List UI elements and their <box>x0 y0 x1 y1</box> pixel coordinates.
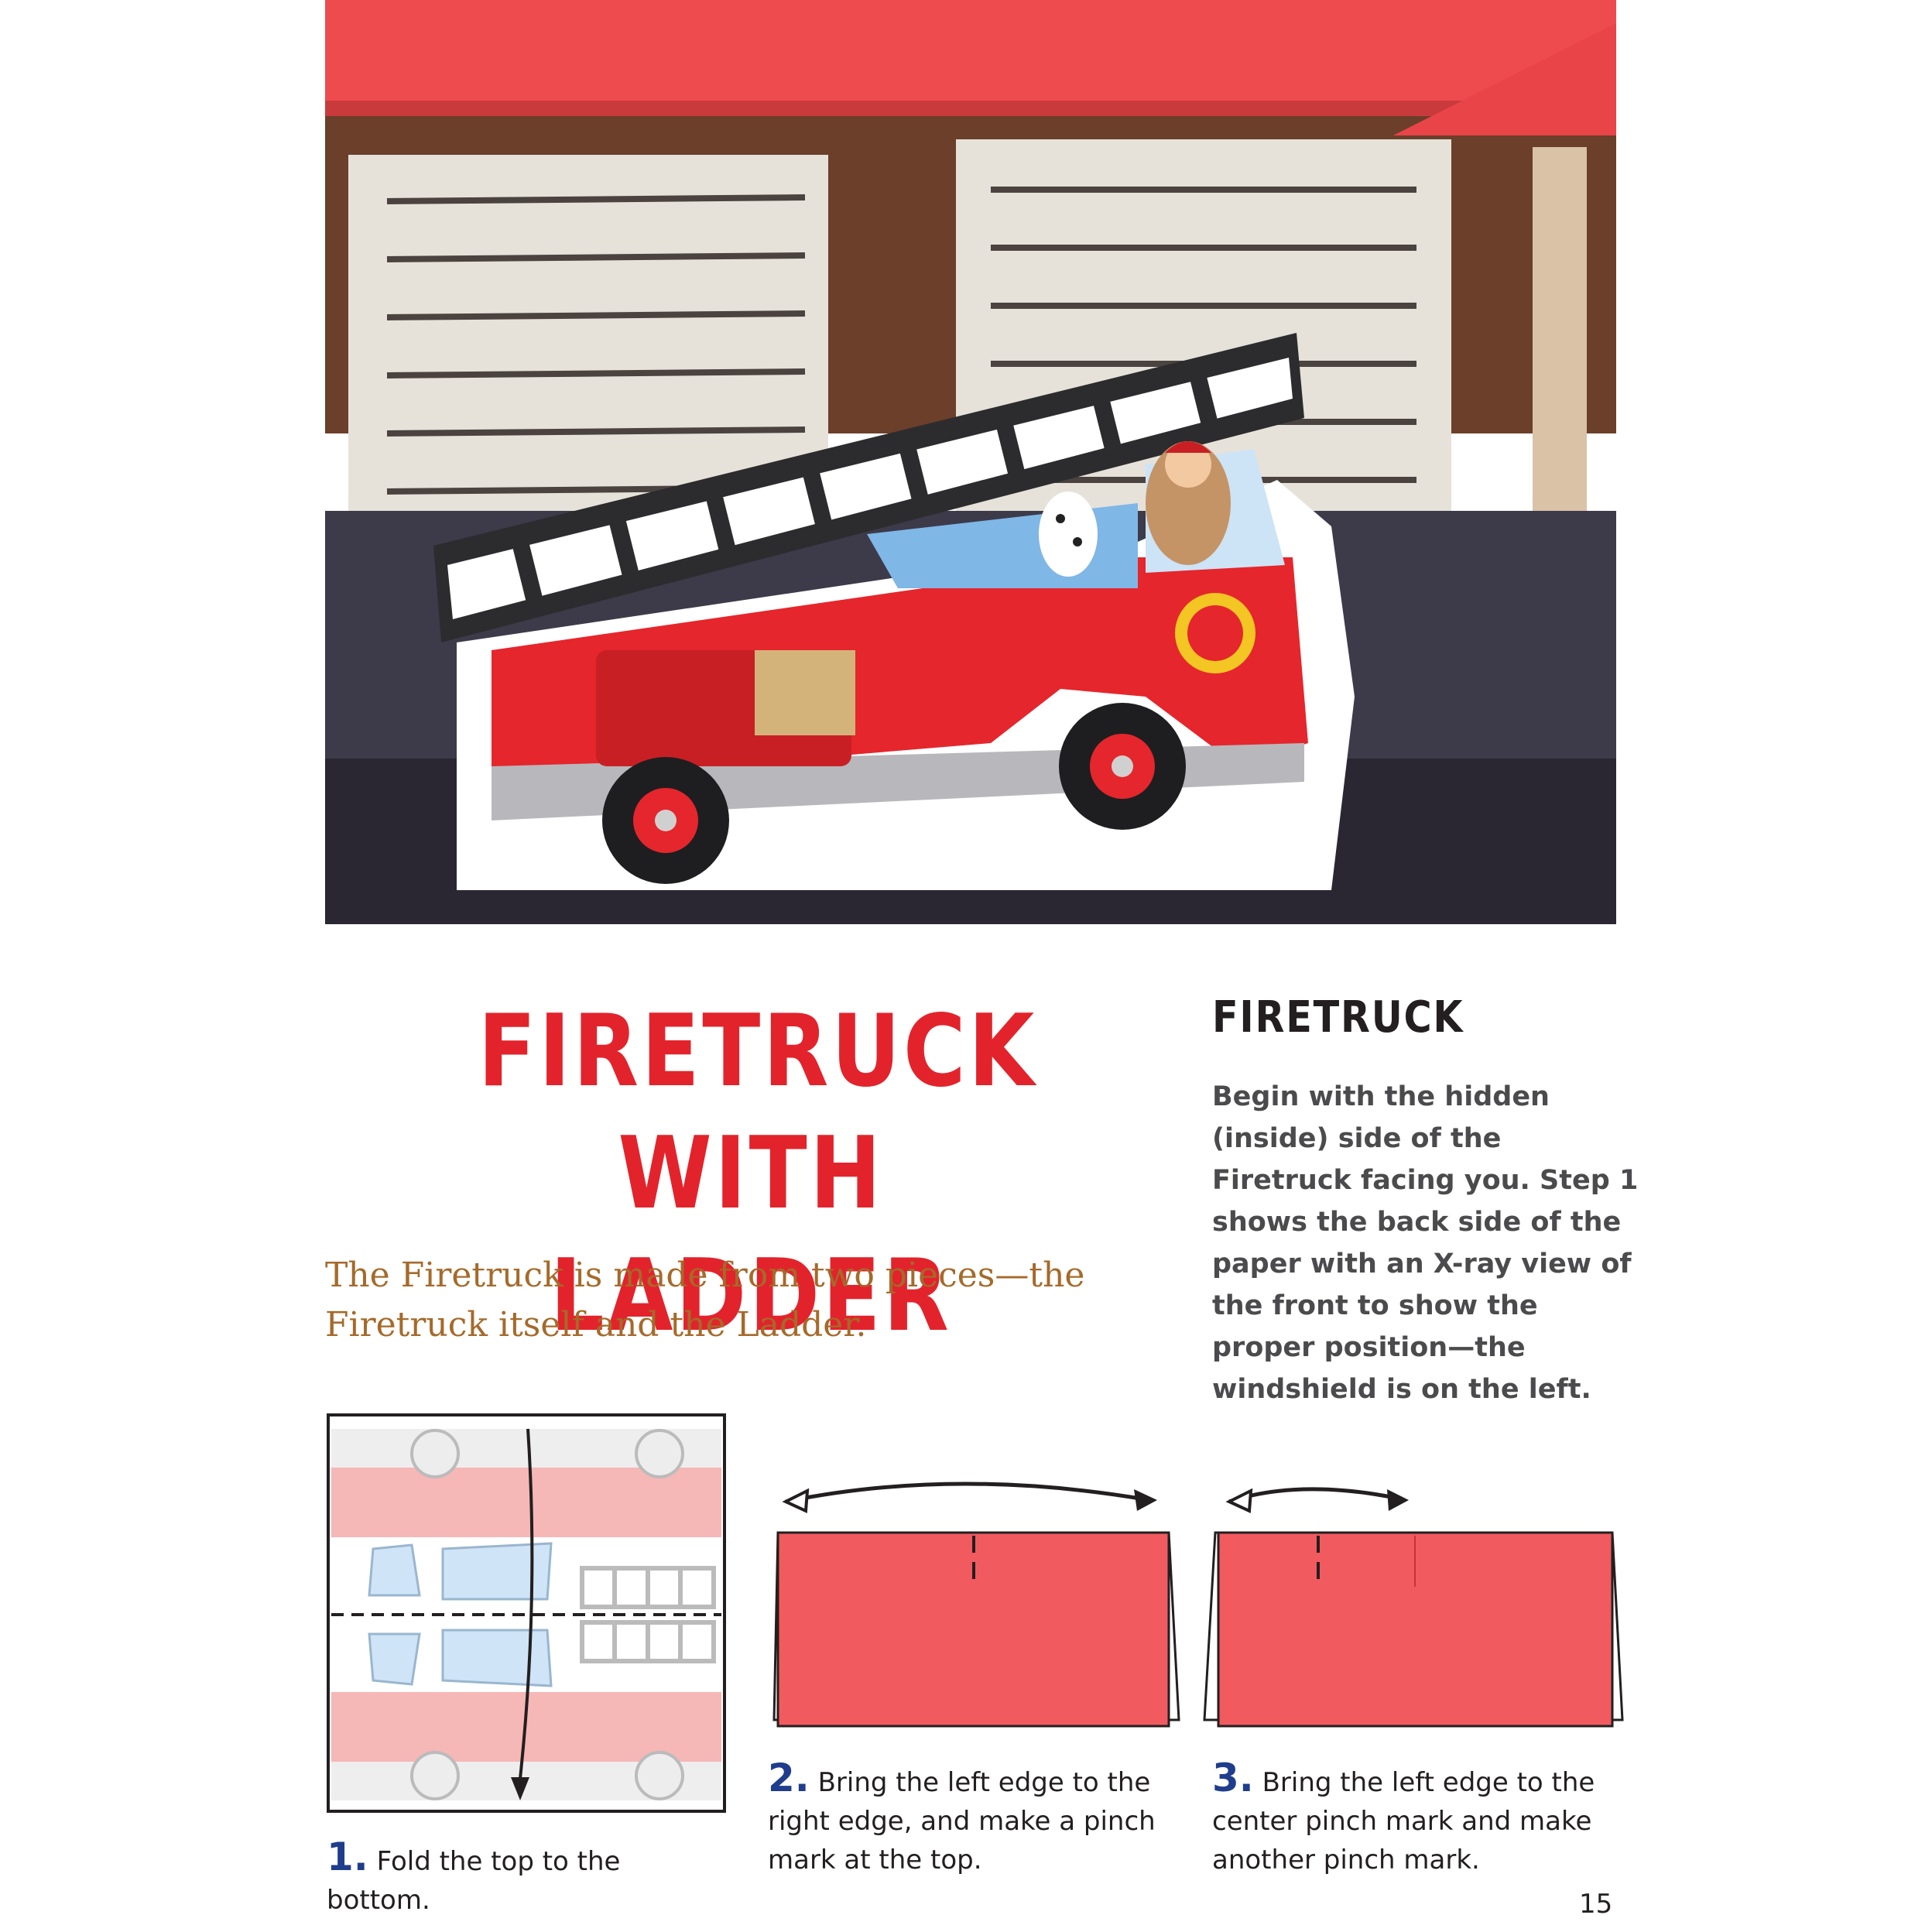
step-2-text: Bring the left edge to the right edge, a… <box>768 1767 1156 1875</box>
step-3-text: Bring the left edge to the center pinch … <box>1212 1767 1595 1875</box>
step-1-diagram <box>327 1413 726 1813</box>
step-2-number: 2. <box>768 1756 810 1800</box>
step-2-diagram <box>755 1471 1188 1734</box>
step-3-caption: 3. Bring the left edge to the center pin… <box>1212 1759 1615 1879</box>
page-number: 15 <box>1579 1889 1613 1920</box>
side-instructions: Begin with the hidden (inside) side of t… <box>1212 1081 1639 1405</box>
firetruck-photo <box>325 0 1616 924</box>
page-title: FIRETRUCK WITH LADDER <box>478 991 1037 1358</box>
title-line-2: WITH LADDER <box>550 1116 952 1354</box>
step-3-number: 3. <box>1212 1756 1254 1800</box>
step-2-caption: 2. Bring the left edge to the right edge… <box>768 1759 1170 1879</box>
step-1-caption: 1. Fold the top to the bottom. <box>327 1838 729 1920</box>
step-3-diagram <box>1198 1471 1632 1734</box>
intro-text: The Firetruck is made from two pieces—th… <box>325 1255 1085 1345</box>
side-heading: FIRETRUCK <box>1212 992 1464 1043</box>
title-line-1: FIRETRUCK <box>478 994 1037 1109</box>
step-1-text: Fold the top to the bottom. <box>327 1846 621 1916</box>
step-1-number: 1. <box>327 1834 368 1879</box>
